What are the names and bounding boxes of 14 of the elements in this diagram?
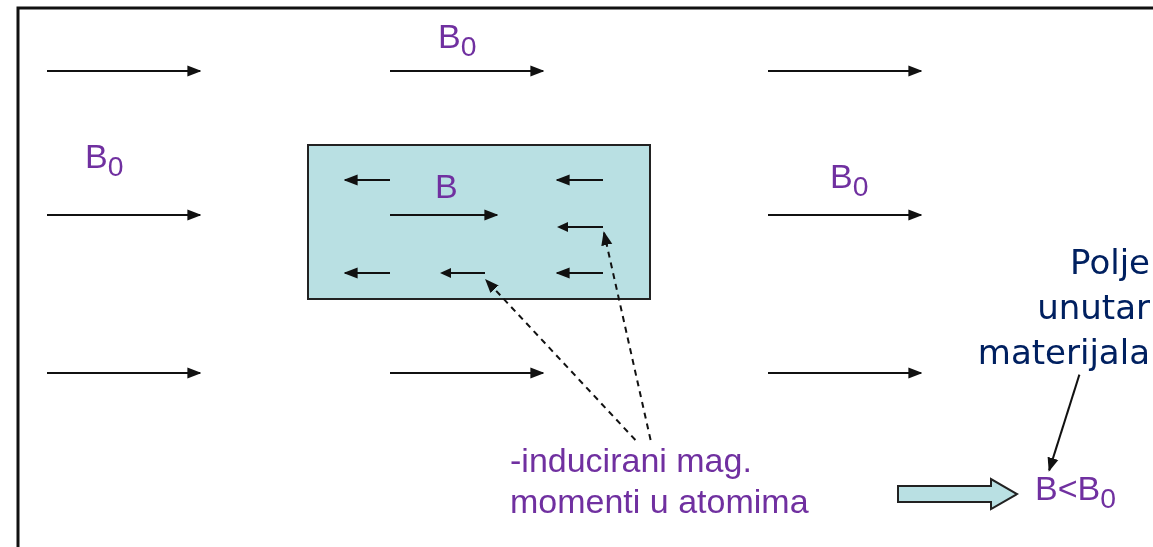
caption-text: B<B$_{0}$ — [1035, 468, 1153, 516]
field-label: B — [435, 166, 458, 207]
field-label: B$_{0}$ — [438, 16, 477, 64]
field-label: B$_{0}$ — [85, 136, 124, 184]
field-label: B$_{0}$ — [830, 156, 869, 204]
leader-line — [601, 231, 652, 441]
material-slab — [307, 144, 651, 300]
note-text: Polje unutar materijala — [977, 240, 1150, 375]
arrow — [1047, 373, 1081, 472]
magnetic-moment-arrow — [440, 266, 486, 280]
magnetic-moment-arrow — [557, 220, 604, 234]
caption-text: -inducirani mag. momenti u atomima — [510, 440, 890, 522]
block-arrow — [897, 477, 1019, 511]
leader-line — [485, 279, 637, 441]
